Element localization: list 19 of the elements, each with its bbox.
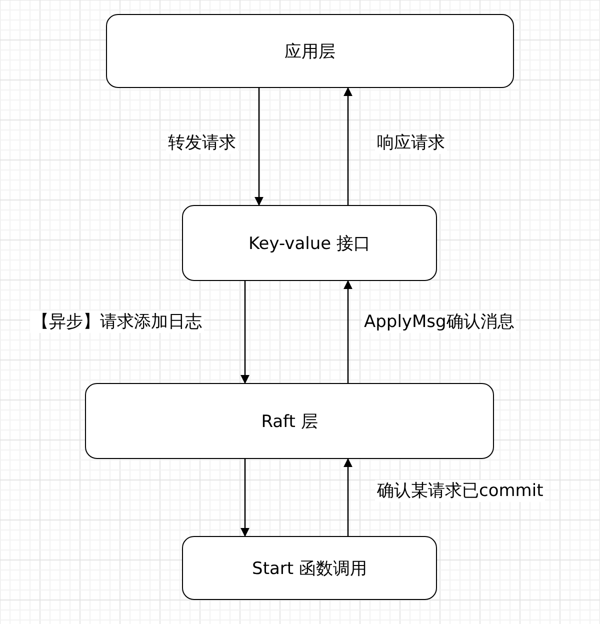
arrow (240, 459, 250, 537)
box-label: Key-value 接口 (248, 232, 371, 254)
process-box (182, 536, 437, 600)
edge-label: 确认某请求已commit (375, 480, 546, 502)
arrow (254, 88, 264, 206)
process-box (182, 205, 437, 281)
edge-label: 转发请求 (166, 132, 238, 154)
edge-label: 【异步】请求添加日志 (30, 311, 204, 333)
process-box (106, 14, 514, 88)
process-box (85, 383, 494, 459)
arrow (343, 87, 353, 205)
box-label: 应用层 (284, 40, 336, 62)
arrow (240, 281, 250, 384)
arrow (343, 280, 353, 383)
arrow (343, 458, 353, 536)
box-label: Start 函数调用 (252, 558, 367, 580)
edge-label: 响应请求 (375, 132, 447, 154)
box-label: Raft 层 (261, 410, 318, 432)
edge-label: ApplyMsg确认消息 (362, 311, 516, 333)
